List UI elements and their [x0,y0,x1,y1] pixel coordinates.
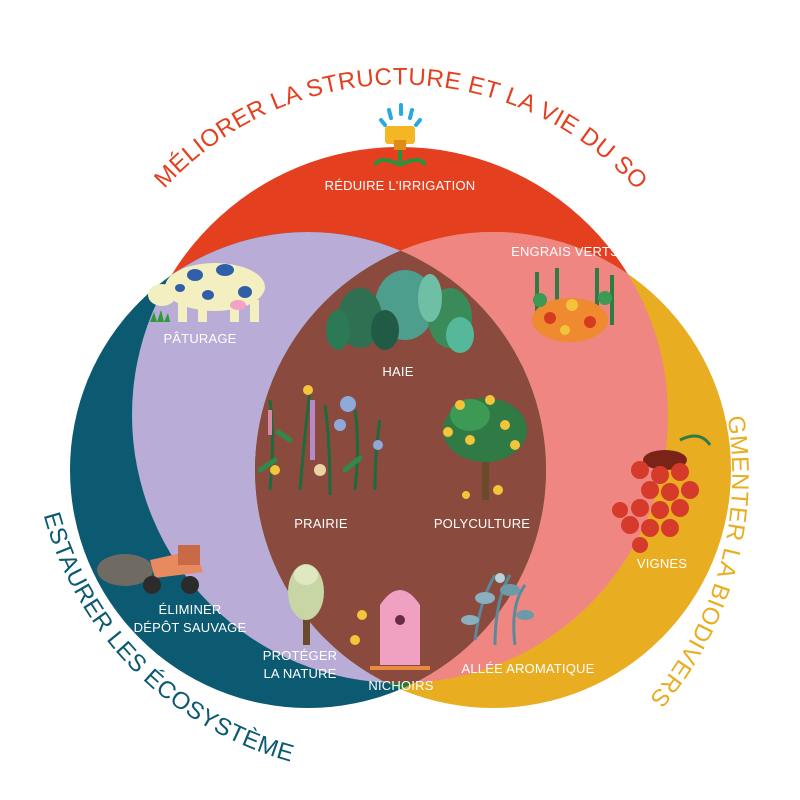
label-polyculture: POLYCULTURE [434,516,530,531]
sprinkler-icon [373,103,427,167]
birdhouse-icon [350,590,430,670]
label-la-nature: LA NATURE [263,666,336,681]
label-nichoirs: NICHOIRS [368,678,433,693]
hedge-icon [326,270,474,353]
label-paturage: PÂTURAGE [163,331,236,346]
label-depot-sauvage: DÉPÔT SAUVAGE [134,620,247,635]
fruit-tree-icon [443,395,527,500]
green-manure-icon [532,268,614,342]
label-prairie: PRAIRIE [294,516,348,531]
label-reduire-irrigation: RÉDUIRE L'IRRIGATION [325,178,476,193]
meadow-icon [257,385,383,496]
overlap-center [255,232,546,683]
tree-icon [288,564,324,645]
grapes-icon [612,434,712,553]
cow-icon [148,263,265,322]
label-haie: HAIE [382,364,413,379]
label-vignes: VIGNES [637,556,687,571]
label-proteger: PROTÉGER [263,648,338,663]
label-allee-aromatique: ALLÉE AROMATIQUE [462,661,595,676]
label-engrais-verts: ENGRAIS VERTS [511,244,619,259]
herbs-icon [461,573,534,646]
truck-icon [97,545,203,594]
label-eliminer: ÉLIMINER [158,602,221,617]
